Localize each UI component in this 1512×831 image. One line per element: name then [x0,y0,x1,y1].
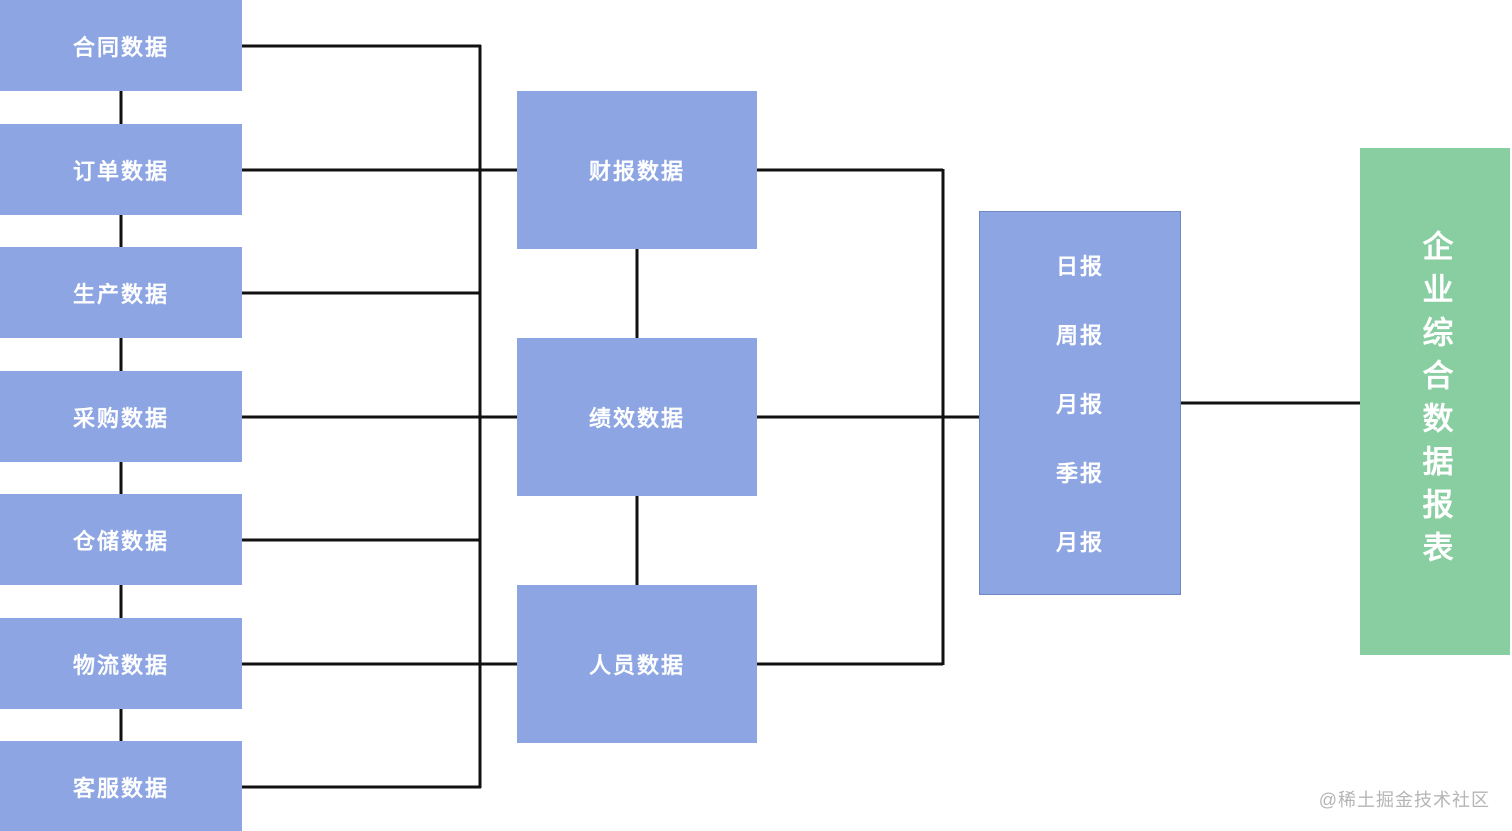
report-item-monthly: 月报 [1055,392,1104,417]
watermark: @稀土掘金技术社区 [1318,790,1490,810]
node-label: 物流数据 [72,652,169,678]
report-item-daily: 日报 [1055,254,1104,279]
node-logistics-data: 物流数据 [0,618,242,709]
report-item-weekly: 周报 [1055,323,1104,348]
node-label: 仓储数据 [72,528,169,554]
node-label: 订单数据 [72,158,169,184]
node-contract-data: 合同数据 [0,0,242,91]
report-item-quarterly: 季报 [1055,461,1104,486]
report-item-monthly-2: 月报 [1055,530,1104,555]
node-label: 企业综合数据报表 [1417,229,1453,574]
node-procurement-data: 采购数据 [0,371,242,462]
node-label: 财报数据 [588,159,685,184]
node-label: 合同数据 [72,34,169,60]
node-performance-data: 绩效数据 [517,338,757,496]
node-financial-report-data: 财报数据 [517,91,757,249]
node-production-data: 生产数据 [0,247,242,338]
node-warehouse-data: 仓储数据 [0,494,242,585]
node-report-frequency: 日报 周报 月报 季报 月报 [979,211,1181,595]
node-label: 绩效数据 [588,406,685,431]
node-label: 人员数据 [588,653,685,678]
node-customer-service-data: 客服数据 [0,741,242,831]
node-label: 生产数据 [72,281,169,307]
node-personnel-data: 人员数据 [517,585,757,743]
node-label: 采购数据 [72,405,169,431]
node-order-data: 订单数据 [0,124,242,215]
node-enterprise-report: 企业综合数据报表 [1360,148,1510,655]
node-label: 客服数据 [72,775,169,801]
